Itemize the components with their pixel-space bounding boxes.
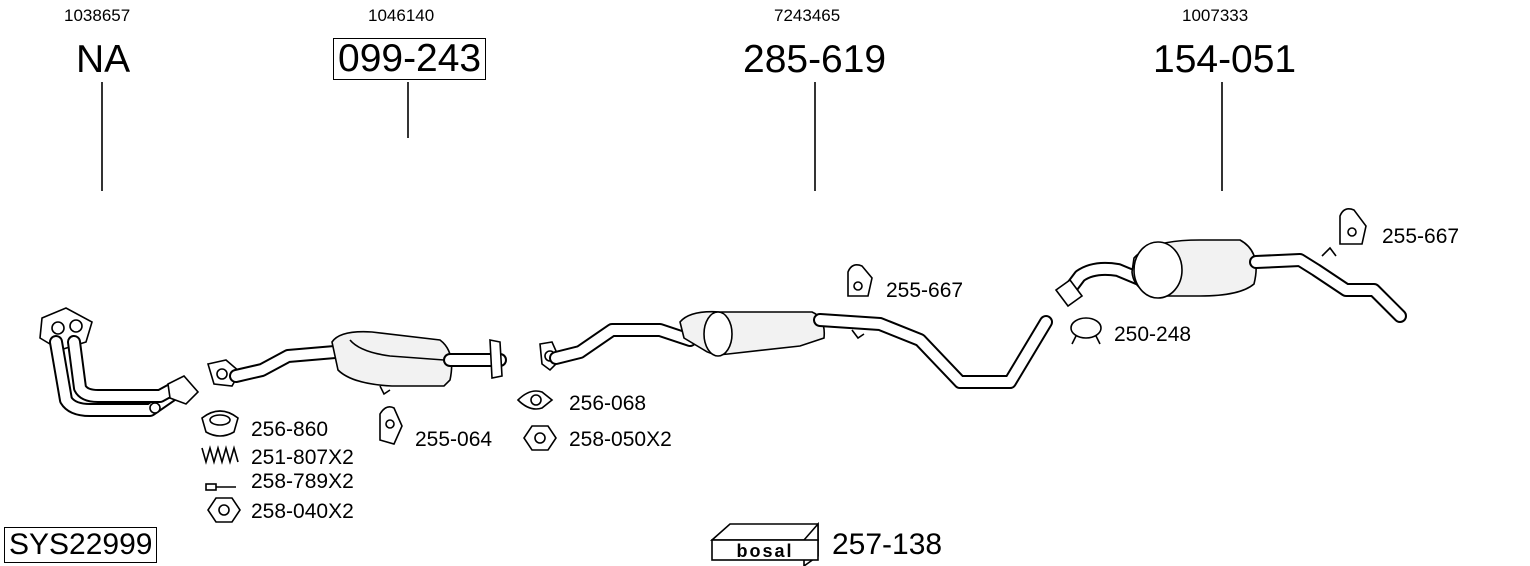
label-hanger-rear: 255-667: [1382, 225, 1460, 248]
oem-number-front-pipe: 1038657: [64, 6, 131, 25]
brand-code: 257-138: [832, 528, 943, 561]
middle-silencer-pipe: [539, 310, 1053, 389]
oem-number-catalyst: 1046140: [368, 6, 435, 25]
part-code-rear-silencer: 154-051: [1153, 38, 1297, 81]
bosal-logo-text: bosal: [736, 541, 793, 561]
oem-number-rear-silencer: 1007333: [1182, 6, 1249, 25]
hanger-icon-catalyst: [379, 406, 403, 445]
label-spring: 251-807X2: [251, 446, 354, 469]
part-code-catalyst: 099-243: [333, 38, 487, 80]
label-hanger-mid: 255-667: [886, 279, 964, 302]
catalyst-pipe: [206, 330, 507, 396]
hanger-icon-rear: [1339, 208, 1367, 245]
rear-silencer-pipe: [1054, 239, 1407, 323]
spring-icon: [201, 445, 239, 465]
system-code: SYS22999: [4, 527, 158, 563]
part-code-middle-silencer: 285-619: [743, 38, 887, 81]
label-gasket-mid: 256-068: [569, 392, 647, 415]
bolt-icon: [205, 483, 236, 491]
front-pipe: [39, 307, 200, 417]
sealing-ring-icon: [201, 410, 239, 437]
hanger-icon-mid: [847, 264, 873, 297]
bosal-logo: bosal: [709, 521, 819, 566]
label-clamp: 250-248: [1114, 323, 1192, 346]
label-sealing-ring: 256-860: [251, 418, 329, 441]
nut-icon-front: [207, 497, 241, 523]
clamp-icon: [1070, 317, 1102, 345]
label-nut-mid: 258-050X2: [569, 428, 672, 451]
oem-number-middle-silencer: 7243465: [774, 6, 841, 25]
label-bolt: 258-789X2: [251, 470, 354, 493]
gasket-icon-mid: [516, 390, 554, 410]
label-nut-front: 258-040X2: [251, 500, 354, 523]
label-hanger-catalyst: 255-064: [415, 428, 493, 451]
nut-icon-mid: [523, 425, 557, 451]
part-code-front-pipe: NA: [76, 38, 131, 81]
